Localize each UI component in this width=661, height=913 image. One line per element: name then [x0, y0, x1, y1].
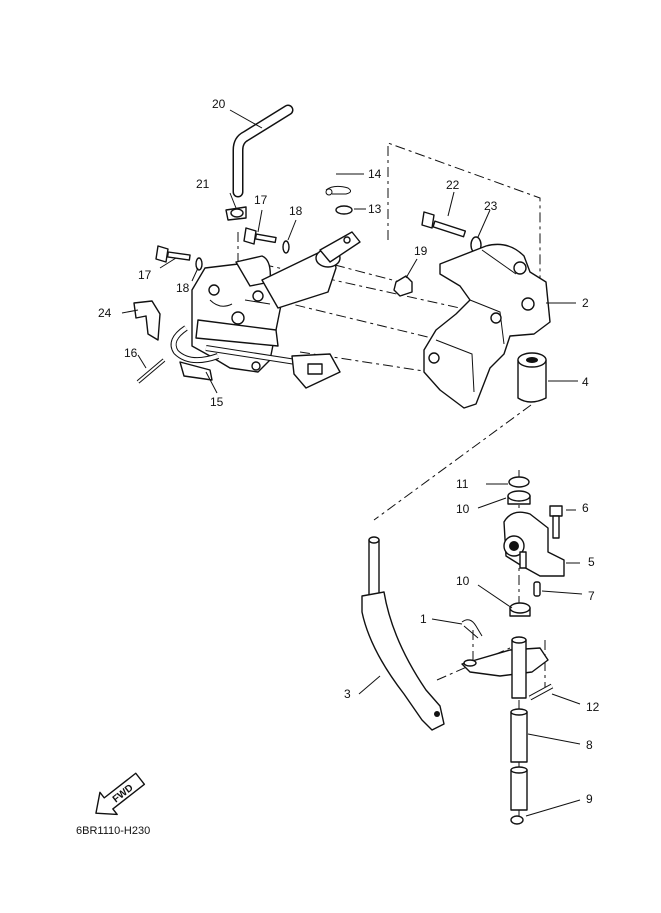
- clip-part-24: [133, 300, 161, 341]
- callout-19: 19: [414, 244, 428, 258]
- hose-part-20: [232, 104, 294, 198]
- callout-6: 6: [582, 501, 589, 515]
- harness-part-15: [170, 325, 341, 389]
- callout-18-lower: 18: [176, 281, 190, 295]
- callout-17-lower: 17: [138, 268, 152, 282]
- callout-7: 7: [588, 589, 595, 603]
- callout-13: 13: [368, 202, 382, 216]
- bolt-part-17-lower: [155, 245, 191, 263]
- callout-8: 8: [586, 738, 593, 752]
- bolt-part-6: [549, 505, 563, 539]
- washer-part-18-lower: [195, 257, 203, 271]
- diagram-code: 6BR1110-H230: [76, 825, 150, 837]
- callout-11: 11: [456, 477, 469, 491]
- leader-lines: [121, 109, 583, 817]
- steering-arm: [461, 636, 549, 699]
- callout-10-upper: 10: [456, 502, 470, 516]
- callout-14: 14: [368, 167, 382, 181]
- callout-16: 16: [124, 346, 138, 360]
- clamp-part-5: [503, 511, 565, 577]
- bushing-part-4: [517, 352, 547, 403]
- pin-part-7: [533, 581, 541, 597]
- fwd-arrow: FWD: [95, 772, 146, 816]
- screw-part-16: [136, 358, 166, 384]
- nut-part-10-lower: [509, 602, 531, 617]
- bolt-part-17-upper: [243, 227, 277, 245]
- callout-4: 4: [582, 375, 589, 389]
- callout-24: 24: [98, 306, 112, 320]
- callout-18-upper: 18: [289, 204, 303, 218]
- callout-1: 1: [420, 612, 427, 626]
- callout-17-upper: 17: [254, 193, 268, 207]
- shaft-part-8: [510, 708, 528, 811]
- bolt-part-22: [421, 211, 467, 238]
- bracket-part-2: [423, 243, 551, 409]
- trim-motor-assembly: [191, 231, 361, 373]
- callout-20: 20: [212, 97, 226, 111]
- cotter-pin-part-1: [461, 619, 483, 639]
- callout-3: 3: [344, 687, 351, 701]
- clip-part-21: [225, 206, 247, 221]
- callout-21: 21: [196, 177, 210, 191]
- callout-9: 9: [586, 792, 593, 806]
- washer-part-13: [335, 205, 353, 215]
- callout-12: 12: [586, 700, 600, 714]
- lever-part-3: [361, 536, 445, 731]
- pin-part-12: [528, 683, 554, 701]
- callout-2: 2: [582, 296, 589, 310]
- callout-23: 23: [484, 199, 498, 213]
- callout-5: 5: [588, 555, 595, 569]
- nut-part-10-upper: [507, 490, 531, 505]
- callout-labels: 20 21 14 13 17 18 17 18 22 23 19 24 2 16…: [98, 97, 600, 806]
- callout-10-lower: 10: [456, 574, 470, 588]
- pin-part-14: [325, 185, 352, 196]
- callout-22: 22: [446, 178, 460, 192]
- callout-15: 15: [210, 395, 224, 409]
- o-ring-part-9: [510, 815, 524, 825]
- washer-part-18-upper: [282, 240, 290, 254]
- collar-part-19: [393, 275, 413, 297]
- washer-part-11: [508, 476, 530, 488]
